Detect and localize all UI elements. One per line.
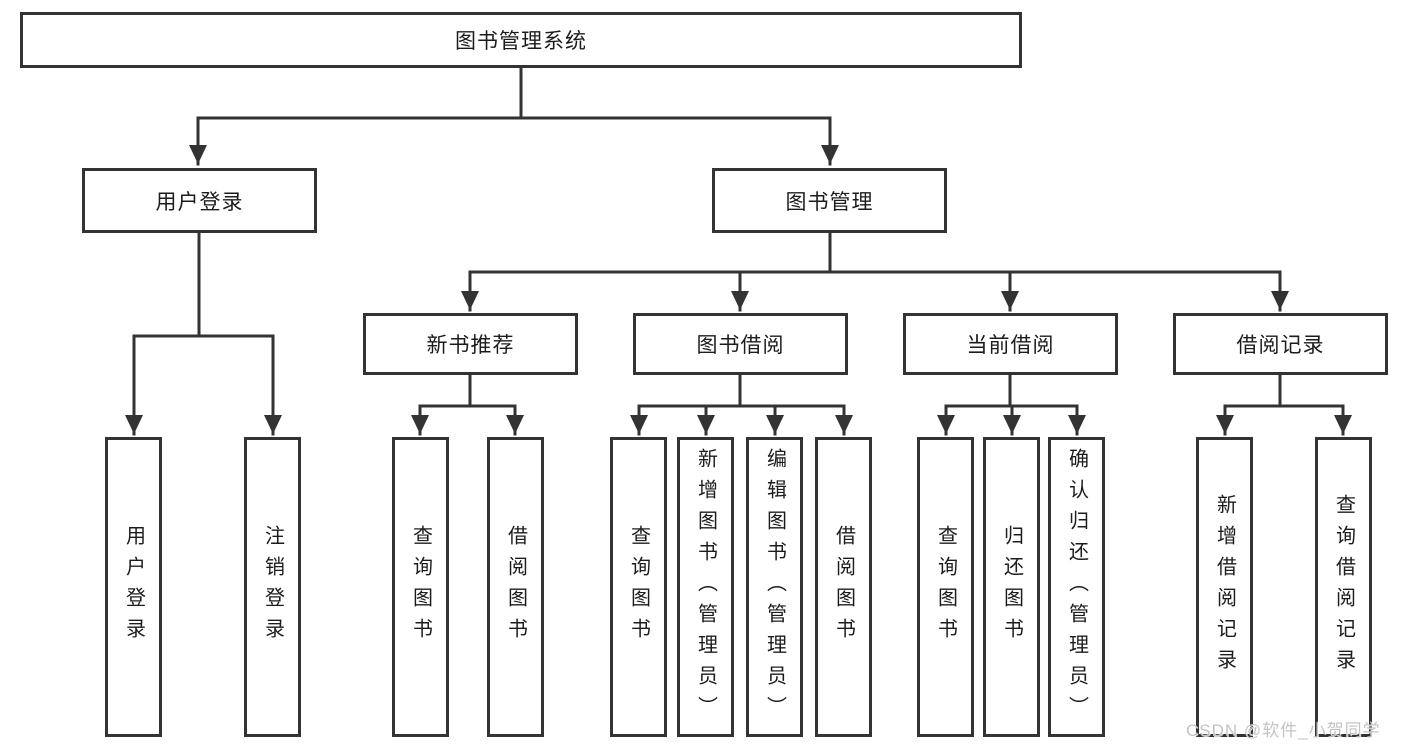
leaf-confirm-return-admin: 确认归还（管理员） [1048,437,1105,737]
leaf-query-books-borrow: 查询图书 [610,437,667,737]
leaf-logout: 注销登录 [244,437,301,737]
leaf-query-books-current: 查询图书 [917,437,974,737]
leaf-add-borrow-record: 新增借阅记录 [1196,437,1253,737]
leaf-edit-books-admin: 编辑图书（管理员） [746,437,803,737]
node-new-book-recommend: 新书推荐 [363,313,578,375]
leaf-return-books: 归还图书 [983,437,1040,737]
leaf-query-borrow-record: 查询借阅记录 [1315,437,1372,737]
node-book-borrow: 图书借阅 [633,313,848,375]
node-user-login: 用户登录 [82,168,317,233]
node-book-management: 图书管理 [712,168,947,233]
node-current-borrow: 当前借阅 [903,313,1118,375]
leaf-query-books-newbook: 查询图书 [392,437,449,737]
leaf-borrow-books-newbook: 借阅图书 [487,437,544,737]
node-root-library-system: 图书管理系统 [20,12,1022,68]
leaf-add-books-admin: 新增图书（管理员） [677,437,734,737]
node-borrow-records: 借阅记录 [1173,313,1388,375]
leaf-borrow-books-borrow: 借阅图书 [815,437,872,737]
leaf-user-login: 用户登录 [105,437,162,737]
csdn-watermark: CSDN @软件_小贺同学 [1186,721,1381,740]
